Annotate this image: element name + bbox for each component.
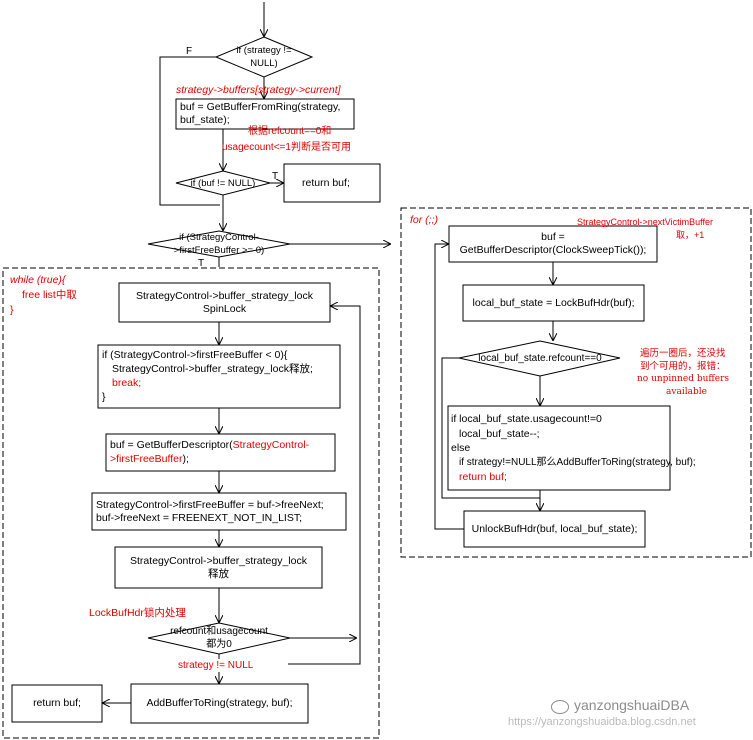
if-first-lt0-line3: break;	[112, 377, 142, 389]
get-desc-text-4: );	[182, 453, 189, 465]
traverse-note-3: no unpinned buffers	[637, 374, 730, 384]
true-label-1: T	[272, 170, 279, 182]
usage-line3: else	[451, 442, 471, 454]
usage-line1: if local_buf_state.usagecount!=0	[451, 413, 602, 425]
usage-line2: local_buf_state--;	[459, 427, 540, 440]
for-label: for (;;)	[410, 213, 438, 226]
false-label: F	[186, 45, 193, 57]
refcount-note-2: usagecount<=1判断是否可用	[222, 141, 351, 153]
if-first-lt0-line4: }	[102, 391, 106, 403]
return-buf-top-shape	[283, 163, 381, 203]
while-close: }	[10, 303, 14, 316]
unlock-hdr-box: UnlockBufHdr(buf, local_buf_state);	[471, 522, 638, 535]
get-desc-text-1: buf = GetBufferDescriptor(	[110, 439, 233, 451]
return-buf-bottom-shape	[11, 684, 103, 723]
get-desc-shape	[105, 433, 336, 472]
get-desc-box: buf = GetBufferDescriptor(StrategyContro…	[106, 434, 335, 471]
traverse-note-1: 遍历一圈后，还没找	[640, 348, 726, 359]
get-from-ring-shape	[175, 98, 355, 130]
wechat-icon	[551, 700, 569, 714]
usage-logic-shape	[447, 405, 671, 491]
local-refcount-decision: local_buf_state.refcount==0	[478, 352, 602, 364]
true-label-2: T	[198, 257, 205, 269]
add-to-ring-box: AddBufferToRing(strategy, buf);	[146, 697, 293, 709]
usage-line4: if strategy!=NULL那么AddBufferToRing(strat…	[459, 456, 696, 468]
first-free-decision: if (StrategyControl- >firstFreeBuffer >=…	[173, 232, 265, 256]
lock-hdr-box: local_buf_state = LockBufHdr(buf);	[472, 296, 635, 309]
return-buf-top-box: return buf;	[302, 176, 350, 189]
if-first-lt0-box: if (StrategyControl->firstFreeBuffer < 0…	[98, 345, 340, 408]
next-victim-note-1: StrategyControl->nextVictimBuffer	[577, 217, 713, 227]
watermark-name: yanzongshuaiDBA	[574, 697, 690, 713]
while-label: while (true){	[10, 273, 66, 286]
ring-buffers-note: strategy->buffers[strategy->current]	[176, 83, 341, 96]
get-from-ring-box: buf = GetBufferFromRing(strategy, buf_st…	[180, 101, 341, 126]
lockbufhdr-note: LockBufHdr锁内处理	[89, 606, 186, 619]
strategy-not-null-note: strategy != NULL	[178, 659, 288, 672]
freenext-box: StrategyControl->firstFreeBuffer = buf->…	[96, 498, 324, 524]
get-desc-text-3: >firstFreeBuffer	[110, 453, 183, 465]
release-lock-box: StrategyControl->buffer_strategy_lock 释放	[130, 554, 307, 580]
for-loop-frame	[400, 207, 752, 558]
while-free-list: free list中取	[22, 288, 77, 301]
buf-not-null-decision: if (buf != NULL)	[190, 177, 256, 189]
refcount-note-1: 根据refcount==0和	[248, 125, 332, 137]
usage-logic-box: if local_buf_state.usagecount!=0 local_b…	[448, 406, 696, 490]
if-first-lt0-line1: if (StrategyControl->firstFreeBuffer < 0…	[102, 349, 288, 361]
get-desc-text-2: StrategyControl-	[232, 439, 310, 451]
clock-sweep-box: buf = GetBufferDescriptor(ClockSweepTick…	[459, 231, 647, 256]
return-buf-bottom-box: return buf;	[33, 697, 81, 709]
spinlock-box: StrategyControl->buffer_strategy_lock Sp…	[136, 289, 313, 315]
watermark-url: https://yanzongshuaidba.blog.csdn.net	[508, 716, 696, 728]
traverse-note-2: 到个可用的，报错：	[640, 361, 726, 372]
if-first-lt0-line2: StrategyControl->buffer_strategy_lock释放;	[112, 363, 313, 375]
next-victim-note-2: 取，+1	[676, 230, 705, 240]
strategy-decision: if (strategy != NULL)	[236, 45, 292, 69]
traverse-note-4: available	[666, 387, 707, 397]
usage-line5: return buf;	[459, 471, 507, 483]
refcount-usage-decision: refcount和usagecount 都为0	[170, 626, 268, 650]
